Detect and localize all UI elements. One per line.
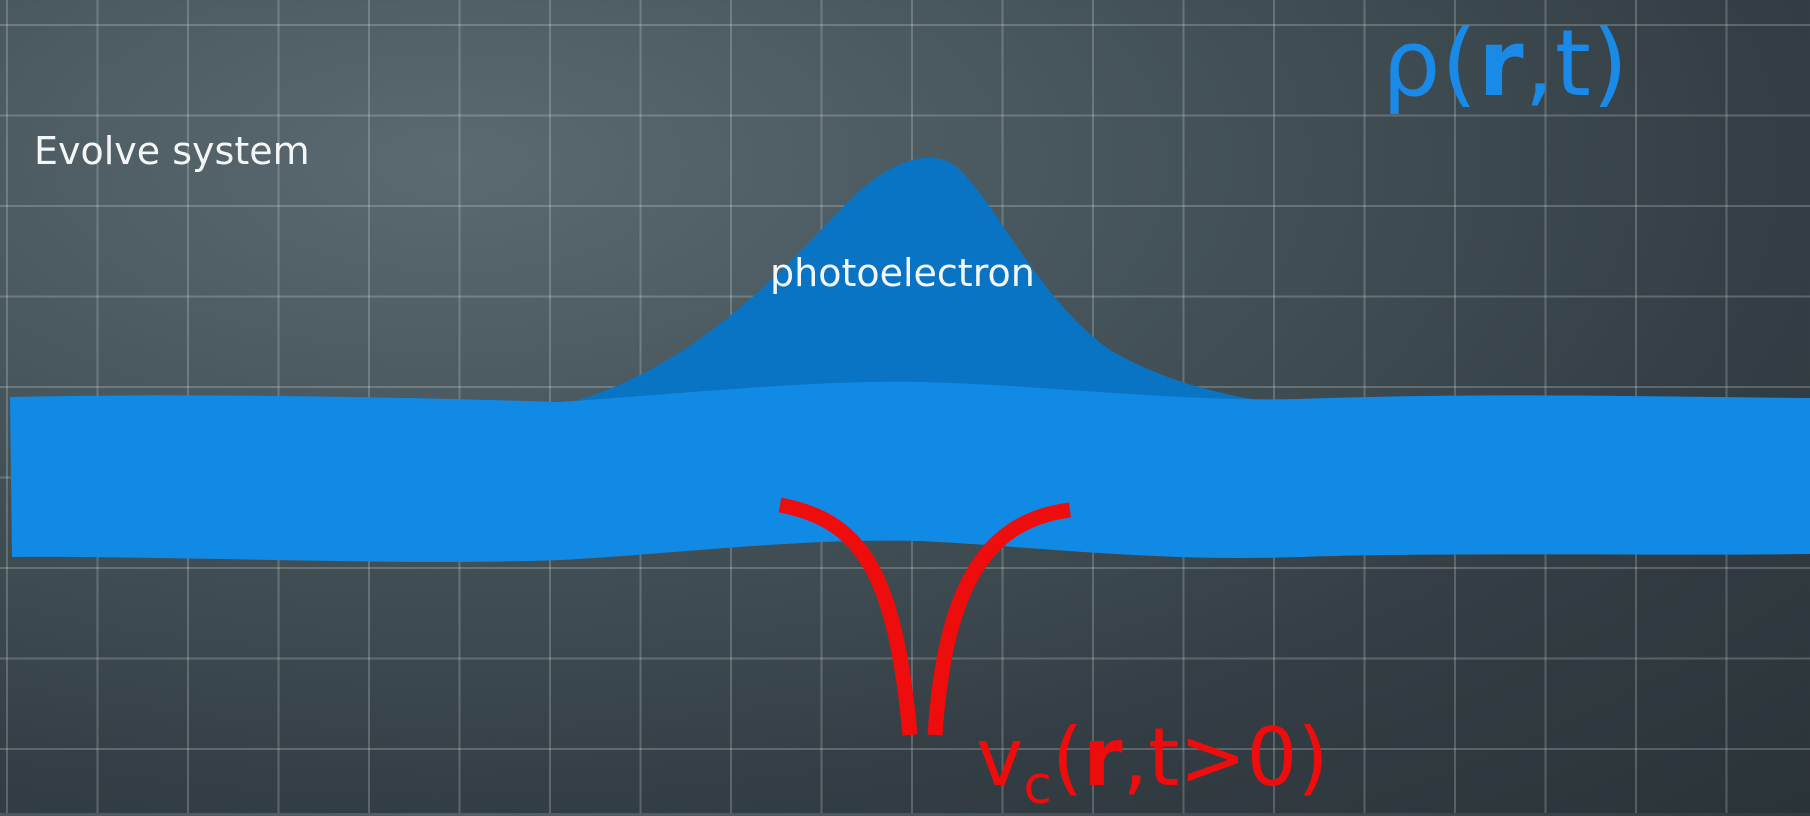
density-symbol: ρ( <box>1382 10 1479 117</box>
potential-symbol: v <box>976 711 1024 804</box>
density-label: ρ(r,t) <box>1382 18 1629 110</box>
coulomb-potential-left <box>778 497 918 736</box>
potential-args: ,t>0) <box>1122 711 1329 804</box>
photoelectron-label: photoelectron <box>770 251 1035 295</box>
slide-title: Evolve system <box>34 129 310 173</box>
potential-open-paren: ( <box>1051 711 1084 804</box>
coulomb-potential-right <box>927 502 1071 736</box>
density-position-var: r <box>1478 10 1525 117</box>
potential-position-var: r <box>1083 711 1123 804</box>
potential-subscript: c <box>1023 756 1052 816</box>
density-args: ,t) <box>1524 10 1629 117</box>
density-band <box>10 381 1810 562</box>
photoelectron-wavepacket <box>560 157 1300 405</box>
potential-label: vc(r,t>0) <box>976 718 1329 813</box>
